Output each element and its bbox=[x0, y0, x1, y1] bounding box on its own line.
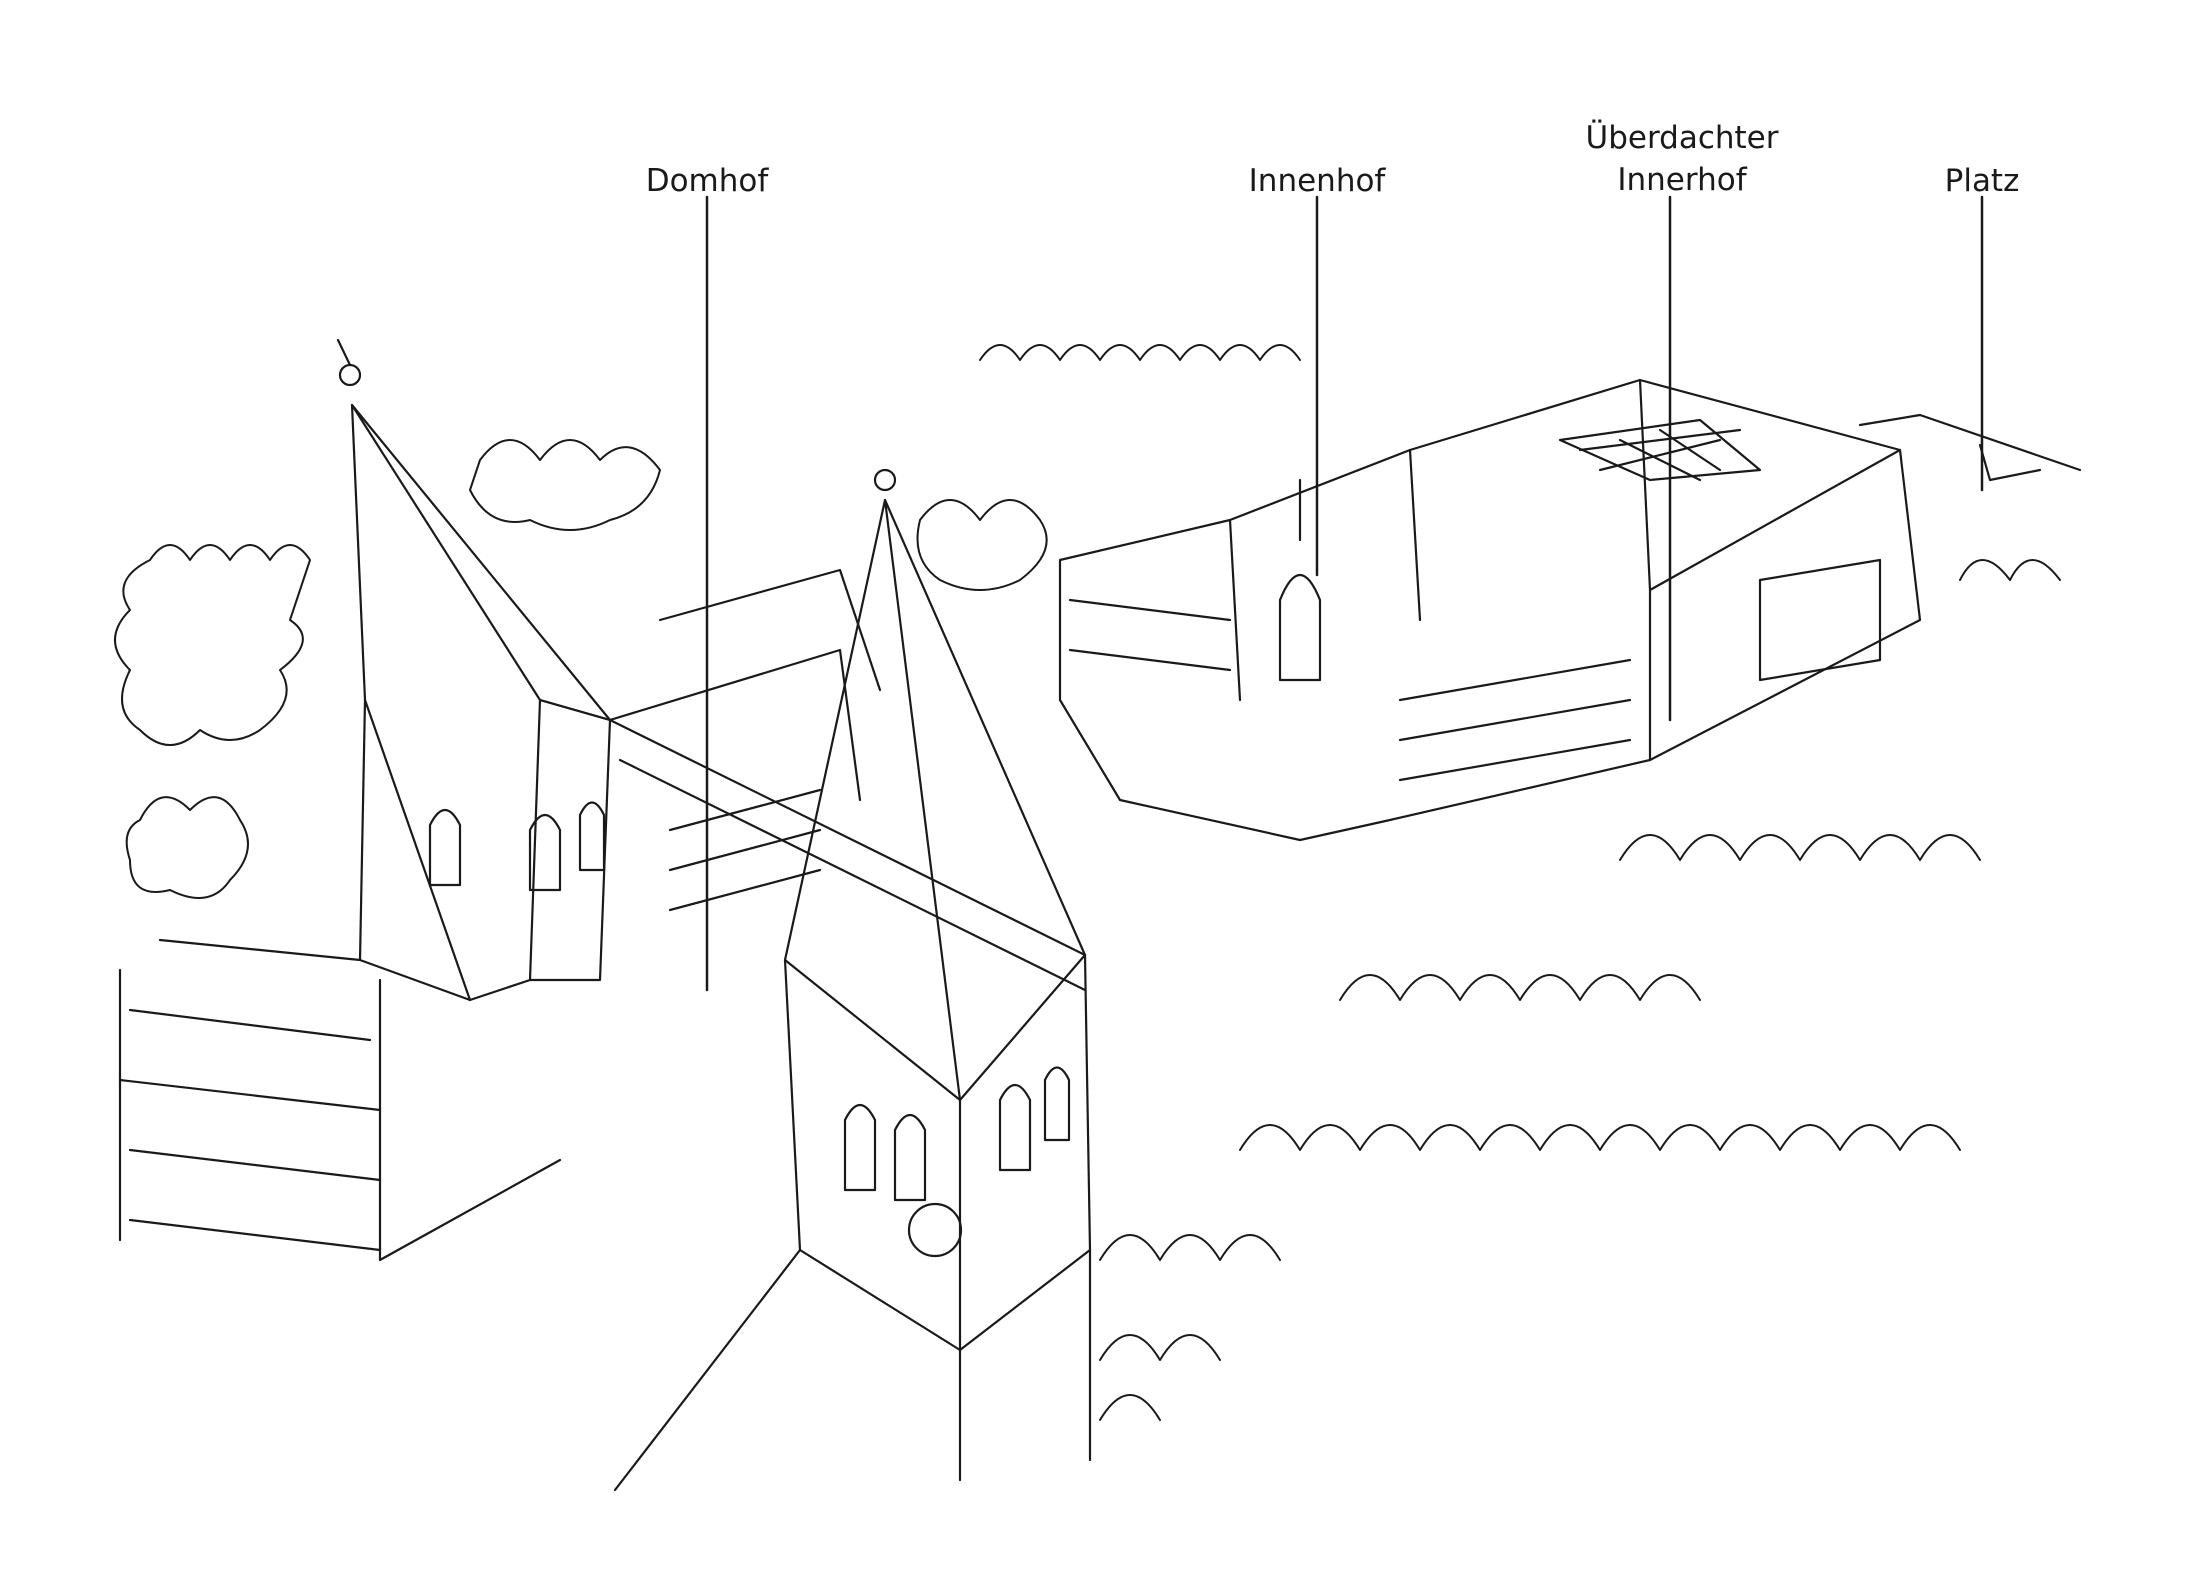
label-innenhof: Innenhof bbox=[1248, 163, 1386, 199]
trees bbox=[114, 344, 2061, 1421]
label-ueberdachter-innerhof: Überdachter Innerhof bbox=[1586, 117, 1779, 201]
label-ueberdachter-line1: Überdachter bbox=[1585, 120, 1779, 156]
label-domhof: Domhof bbox=[645, 163, 769, 199]
leader-lines bbox=[705, 195, 1984, 992]
label-ueberdachter-line2: Innerhof bbox=[1617, 162, 1747, 198]
left-church-tower bbox=[336, 338, 612, 1002]
label-platz: Platz bbox=[1944, 163, 2020, 199]
nave-and-buildings bbox=[118, 378, 2082, 1262]
right-church-tower bbox=[613, 468, 1092, 1492]
